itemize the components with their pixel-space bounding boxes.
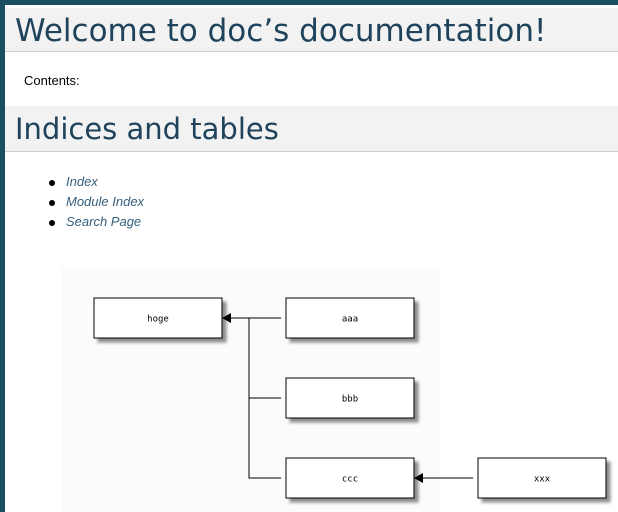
arrowhead-icon — [414, 473, 423, 483]
list-item: Search Page — [49, 212, 144, 232]
search-page-link[interactable]: Search Page — [66, 214, 142, 229]
node-aaa-label: aaa — [342, 315, 358, 325]
node-xxx-label: xxx — [534, 475, 551, 485]
inheritance-diagram-svg: hoge aaa bbb ccc xxx — [62, 267, 607, 512]
list-item: Module Index — [49, 192, 145, 212]
inheritance-diagram: hoge aaa bbb ccc xxx — [62, 267, 618, 512]
node-hoge[interactable]: hoge — [93, 297, 223, 339]
module-index-link[interactable]: Module Index — [66, 194, 145, 209]
page-title: Welcome to doc’s documentation! — [5, 8, 618, 52]
node-aaa[interactable]: aaa — [285, 297, 415, 339]
indices-list: Index Module Index Search Page — [49, 172, 145, 232]
bullet-icon — [49, 220, 55, 226]
edge-ccc-hoge — [248, 398, 281, 479]
node-ccc[interactable]: ccc — [285, 457, 415, 499]
list-item: Index — [49, 172, 144, 192]
indices-heading: Indices and tables — [5, 106, 618, 152]
bullet-icon — [49, 200, 55, 206]
node-ccc-label: ccc — [342, 475, 358, 485]
node-bbb[interactable]: bbb — [285, 377, 415, 419]
contents-label: Contents: — [24, 73, 80, 88]
node-xxx[interactable]: xxx — [477, 457, 607, 499]
bullet-icon — [49, 180, 55, 186]
document-body: Welcome to doc’s documentation! Contents… — [5, 5, 618, 512]
node-hoge-label: hoge — [147, 315, 169, 325]
index-link[interactable]: Index — [66, 174, 98, 189]
arrowhead-icon — [222, 313, 231, 323]
node-bbb-label: bbb — [342, 395, 358, 405]
